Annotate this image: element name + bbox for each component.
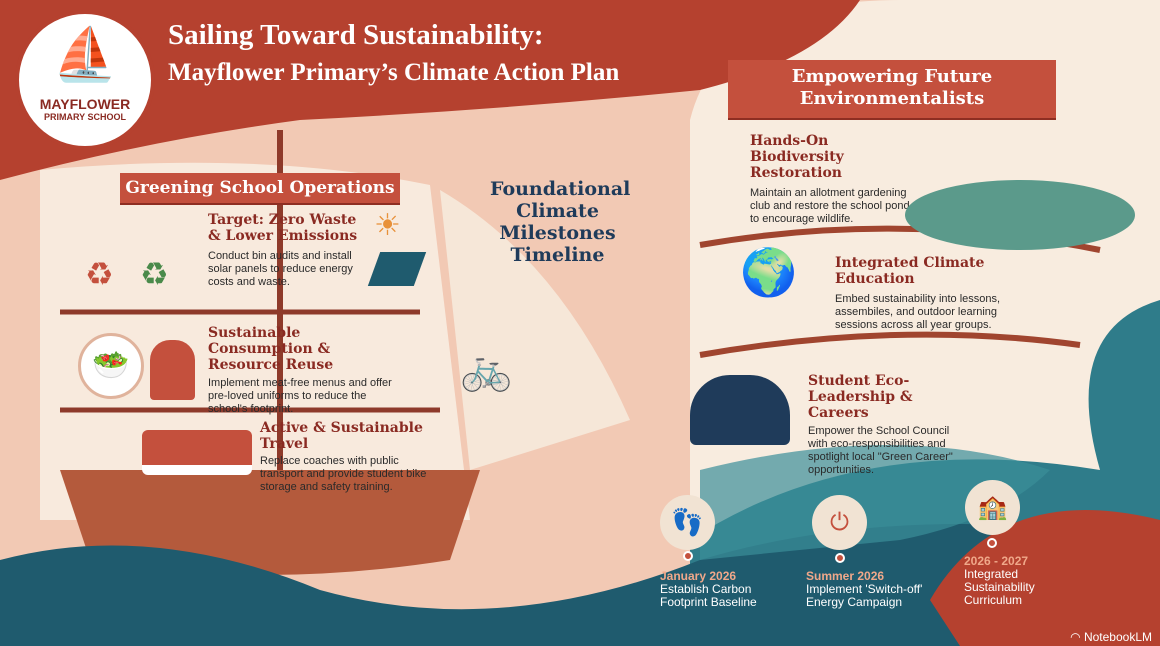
- ocean-wave: [0, 524, 1160, 646]
- timeline-text: Establish Carbon Footprint Baseline: [660, 582, 757, 609]
- timeline-item: January 2026 Establish Carbon Footprint …: [660, 569, 770, 609]
- title-line-2: Mayflower Primary’s Climate Action Plan: [168, 59, 620, 86]
- watermark-text: NotebookLM: [1083, 630, 1152, 644]
- timeline-date: Summer 2026: [806, 569, 885, 583]
- timeline-dot: [683, 551, 693, 561]
- globe-book-icon: 🌍: [740, 246, 798, 298]
- item-climate-education: Integrated Climate Education Embed susta…: [835, 255, 1015, 332]
- student-icon: [150, 340, 195, 400]
- logo-subtitle: PRIMARY SCHOOL: [43, 112, 126, 122]
- item-title: Hands-On Biodiversity Restoration: [750, 133, 844, 181]
- bicycle-icon: 🚲: [460, 345, 513, 392]
- item-text: Maintain an allotment gardening club and…: [750, 187, 910, 225]
- item-travel: Active & Sustainable Travel Replace coac…: [260, 420, 440, 494]
- item-eco-leadership: Student Eco-Leadership & Careers Empower…: [808, 373, 968, 477]
- school-logo: ⛵ MAYFLOWER PRIMARY SCHOOL: [15, 10, 155, 150]
- footprint-icon: 👣: [660, 495, 715, 550]
- item-text: Empower the School Council with eco-resp…: [808, 425, 953, 476]
- left-section-banner: Greening School Operations: [120, 173, 400, 203]
- timeline-date: 2026 - 2027: [964, 554, 1029, 568]
- bus-icon: [142, 430, 252, 475]
- timeline-dot: [835, 553, 845, 563]
- garden-pond-illustration: [905, 180, 1135, 250]
- recycle-bin-icon: ♻: [85, 256, 114, 292]
- right-section-banner: Empowering Future Environmentalists: [728, 60, 1056, 118]
- item-text: Implement meat-free menus and offer pre-…: [208, 377, 392, 415]
- item-zero-waste: Target: Zero Waste & Lower Emissions Con…: [208, 212, 358, 289]
- timeline-text: Integrated Sustainability Curriculum: [964, 567, 1035, 607]
- item-title: Target: Zero Waste & Lower Emissions: [208, 212, 358, 244]
- student-leaders-icon: [690, 375, 790, 445]
- light-switch-icon: ⏻: [812, 495, 867, 550]
- recycle-bin-green-icon: ♻: [140, 256, 169, 292]
- item-consumption: Sustainable Consumption & Resource Reuse…: [208, 325, 398, 416]
- item-text: Embed sustainability into lessons, assem…: [835, 293, 1001, 331]
- notebooklm-logo-icon: ◠: [1070, 630, 1084, 644]
- sun-icon: ☀: [374, 209, 401, 242]
- school-icon: 🏫: [965, 480, 1020, 535]
- timeline-date: January 2026: [660, 569, 737, 583]
- page-title: Sailing Toward Sustainability: Mayflower…: [168, 16, 619, 92]
- title-line-1: Sailing Toward Sustainability:: [168, 19, 544, 51]
- timeline-item: Summer 2026 Implement 'Switch-off' Energ…: [806, 569, 936, 609]
- logo-name: MAYFLOWER: [39, 96, 131, 112]
- notebooklm-watermark: ◠ NotebookLM: [1070, 630, 1152, 644]
- timeline-dot: [987, 538, 997, 548]
- item-title: Student Eco-Leadership & Careers: [808, 373, 913, 421]
- item-title: Sustainable Consumption & Resource Reuse: [208, 325, 334, 373]
- item-title: Active & Sustainable Travel: [260, 420, 423, 452]
- ship-icon: ⛵: [52, 26, 118, 84]
- item-biodiversity: Hands-On Biodiversity Restoration Mainta…: [750, 133, 920, 226]
- timeline-title: Foundational Climate Milestones Timeline: [490, 178, 631, 266]
- food-plate-icon: 🥗: [78, 333, 144, 399]
- timeline-text: Implement 'Switch-off' Energy Campaign: [806, 582, 923, 609]
- timeline-item: 2026 - 2027 Integrated Sustainability Cu…: [964, 554, 1044, 607]
- item-title: Integrated Climate Education: [835, 255, 985, 287]
- item-text: Conduct bin audits and install solar pan…: [208, 250, 353, 288]
- item-text: Replace coaches with public transport an…: [260, 455, 427, 493]
